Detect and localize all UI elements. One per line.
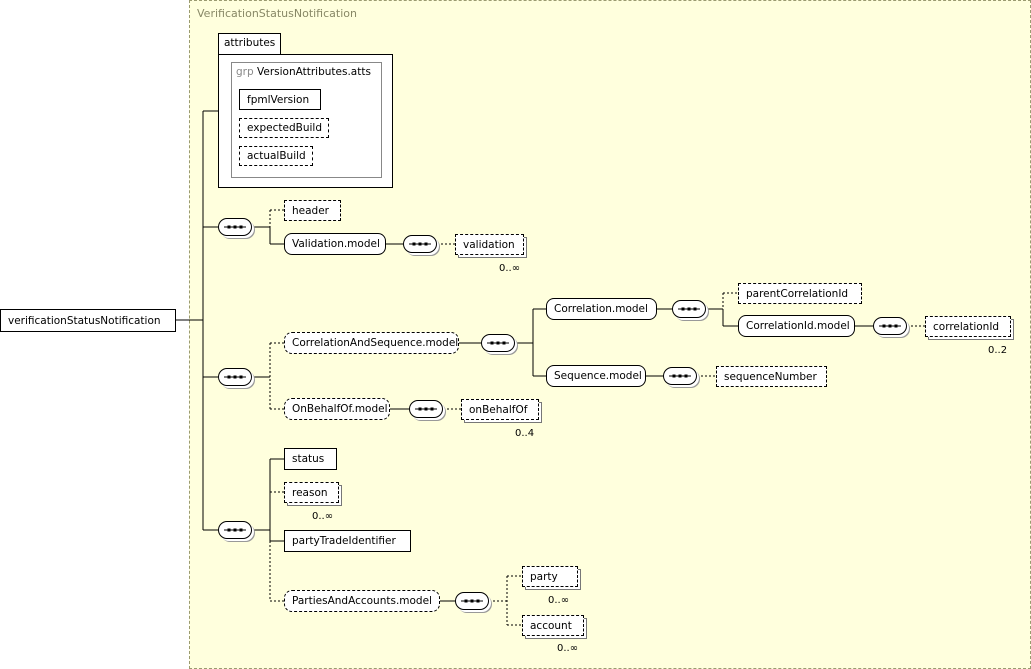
element-sequence-number[interactable]: sequenceNumber (716, 366, 827, 387)
element-account[interactable]: account (522, 615, 584, 636)
sequence-glyph-icon (224, 225, 246, 229)
root-element-verificationstatusnotification[interactable]: verificationStatusNotification (0, 309, 176, 332)
sequence-glyph-icon (487, 341, 509, 345)
element-header[interactable]: header (284, 200, 341, 221)
sequence-compositor-2[interactable] (218, 368, 252, 386)
element-parent-correlation-id[interactable]: parentCorrelationId (738, 283, 862, 304)
sequence-glyph-icon (461, 599, 483, 603)
occurrence-correlation-id: 0..2 (988, 345, 1008, 356)
element-status[interactable]: status (284, 448, 337, 470)
group-keyword: grp (236, 66, 254, 78)
group-parties-and-accounts-model[interactable]: PartiesAndAccounts.model (284, 590, 440, 612)
group-validation-model[interactable]: Validation.model (284, 233, 386, 255)
sequence-compositor-validation[interactable] (403, 235, 437, 253)
sequence-glyph-icon (409, 242, 431, 246)
sequence-glyph-icon (669, 374, 691, 378)
sequence-glyph-icon (224, 528, 246, 532)
sequence-compositor-correlation-id[interactable] (873, 317, 907, 335)
sequence-compositor-correlation-and-sequence[interactable] (481, 334, 515, 352)
group-name: VersionAttributes.atts (257, 66, 371, 78)
sequence-compositor-sequence[interactable] (663, 367, 697, 385)
element-correlation-id[interactable]: correlationId (925, 316, 1011, 337)
occurrence-party: 0..∞ (548, 595, 570, 606)
occurrence-on-behalf-of: 0..4 (515, 428, 535, 439)
attribute-expectedbuild[interactable]: expectedBuild (239, 118, 329, 138)
group-on-behalf-of-model[interactable]: OnBehalfOf.model (284, 398, 390, 420)
element-party[interactable]: party (522, 566, 578, 587)
group-correlation-and-sequence-model[interactable]: CorrelationAndSequence.model (284, 332, 459, 354)
element-validation[interactable]: validation (455, 234, 524, 255)
sequence-glyph-icon (879, 324, 901, 328)
attribute-actualbuild[interactable]: actualBuild (239, 146, 313, 166)
attributes-tab[interactable]: attributes (218, 33, 281, 55)
sequence-compositor-on-behalf-of[interactable] (409, 400, 443, 418)
sequence-compositor-parties-and-accounts[interactable] (455, 592, 489, 610)
sequence-compositor-1[interactable] (218, 218, 252, 236)
panel-title: VerificationStatusNotification (197, 7, 357, 20)
element-on-behalf-of[interactable]: onBehalfOf (461, 399, 539, 420)
group-correlation-model[interactable]: Correlation.model (546, 298, 657, 320)
occurrence-reason: 0..∞ (312, 511, 334, 522)
element-reason[interactable]: reason (284, 482, 339, 503)
sequence-glyph-icon (224, 375, 246, 379)
element-party-trade-identifier[interactable]: partyTradeIdentifier (284, 530, 411, 552)
group-sequence-model[interactable]: Sequence.model (546, 365, 646, 387)
group-correlation-id-model[interactable]: CorrelationId.model (738, 315, 855, 337)
occurrence-validation: 0..∞ (499, 263, 521, 274)
occurrence-account: 0..∞ (557, 643, 579, 654)
sequence-glyph-icon (678, 307, 700, 311)
attribute-group-label[interactable]: grp VersionAttributes.atts (236, 66, 371, 78)
attribute-fpmlversion[interactable]: fpmlVersion (239, 89, 321, 110)
sequence-compositor-3[interactable] (218, 521, 252, 539)
sequence-compositor-correlation[interactable] (672, 300, 706, 318)
sequence-glyph-icon (415, 407, 437, 411)
